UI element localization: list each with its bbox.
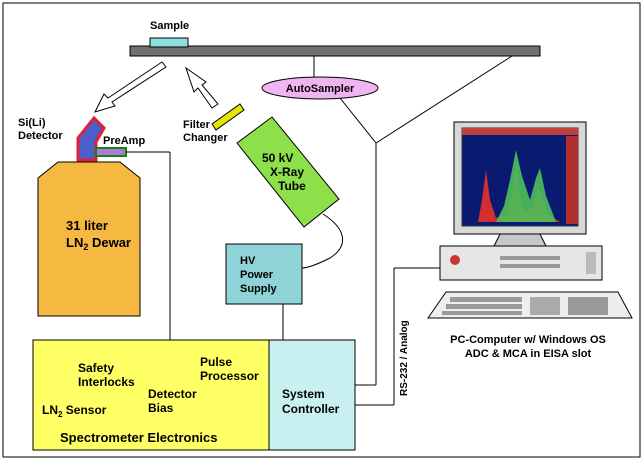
detector-head [76,115,106,162]
system-controller [268,339,356,451]
pulse-label-2: Processor [200,369,259,383]
autosampler-line-b [375,55,513,144]
pc-label-2: ADC & MCA in EISA slot [465,348,592,360]
arrow-sample-to-detector [94,61,167,113]
keys-row-2 [446,304,522,309]
controller-label-2: Controller [282,402,340,416]
safety-label-2: Interlocks [78,375,135,389]
spectrometer-electronics [32,339,270,451]
filter-changer [211,103,245,131]
drive-slot-1 [500,256,560,260]
keys-arrow-block [530,297,560,315]
hv-label-2: Power [240,269,274,281]
detector-label-1: Si(Li) [18,117,46,129]
controller-label-1: System [282,387,325,401]
screen-sidebar [566,136,578,224]
preamp-block [95,147,127,157]
power-button [586,252,596,274]
sample-label: Sample [150,20,189,32]
pulse-label-1: Pulse [200,355,232,369]
spectrometer-label: Spectrometer Electronics [60,430,218,445]
pc-computer [427,121,633,319]
detector-label-2: Detector [18,130,63,142]
pc-label-1: PC-Computer w/ Windows OS [450,334,606,346]
rs232-label: RS-232 / Analog [399,320,410,396]
dewar-label-1: 31 liter [66,218,108,233]
autosampler-ellipse [261,76,379,100]
dewar-body [37,161,141,317]
sample-block [149,37,189,48]
case-logo [450,255,460,265]
dewar-label-2: LN2 Dewar [66,235,131,252]
computer-case [439,245,603,281]
xray-label-2: X-Ray [270,165,304,179]
safety-label-1: Safety [78,361,114,375]
keys-row-1 [450,297,522,302]
hv-label-3: Supply [240,283,278,295]
tube-cable [301,213,344,269]
xray-tube [236,116,340,228]
autosampler-label: AutoSampler [286,83,355,95]
xray-label-1: 50 kV [262,151,293,165]
filter-label-2: Changer [183,132,228,144]
keys-row-3 [442,311,522,315]
filter-label-1: Filter [183,119,211,131]
hv-label-1: HV [240,255,256,267]
arrow-tube-to-sample [185,66,219,109]
ln2-sensor-label: LN2 Sensor [42,403,107,419]
monitor-stand [493,233,547,247]
autosampler-line-a [339,97,377,144]
screen-titlebar [462,128,578,135]
sample-stage-bar [129,45,541,57]
preamp-label: PreAmp [103,135,145,147]
keys-numpad [568,297,608,315]
bias-label-1: Detector [148,387,197,401]
drive-slot-2 [500,264,560,268]
bias-label-2: Bias [148,401,174,415]
xray-label-3: Tube [278,179,306,193]
hv-power-supply [225,243,303,305]
spectrum-green [484,150,556,222]
frame-border [2,2,641,458]
